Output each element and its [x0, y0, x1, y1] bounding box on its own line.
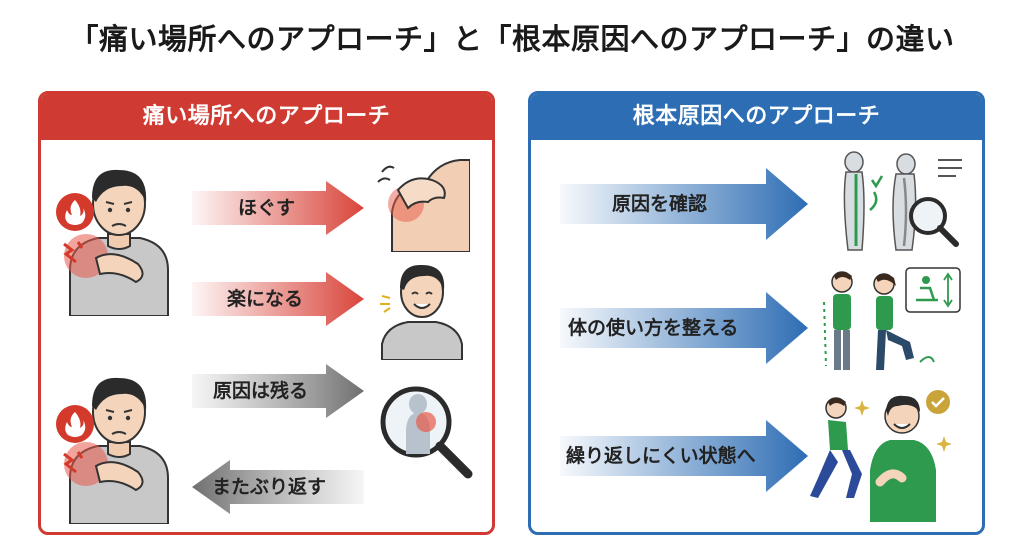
healthy-active-illustration: [810, 390, 952, 522]
step-label-massage: ほぐす: [238, 197, 296, 219]
step-label-cause-remains: 原因は残る: [213, 380, 309, 402]
root-cause-approach-heading: 根本原因へのアプローチ: [531, 94, 982, 140]
magnifier-spine-icon: [380, 386, 473, 479]
step-label-relief: 楽になる: [227, 288, 304, 310]
fire-pain-icon: [56, 405, 94, 443]
step-label-adjust-movement: 体の使い方を整える: [568, 317, 739, 339]
step-label-check-cause: 原因を確認: [612, 193, 708, 215]
relieved-person-illustration: [380, 264, 463, 360]
pain-spark-icon: [63, 241, 84, 264]
step-arrow-adjust-movement: [560, 292, 808, 364]
person-shoulder-pain-illustration: [64, 377, 169, 524]
step-arrow-check-cause: [560, 168, 808, 240]
exercise-guidance-illustration: [823, 267, 961, 370]
symptom-approach-heading: 痛い場所へのアプローチ: [41, 94, 492, 140]
step-arrow-recurs: [192, 460, 364, 514]
posture-assessment-illustration: [843, 151, 962, 251]
pain-spark-icon: [63, 451, 84, 474]
step-label-prevent-recurrence: 繰り返しにくい状態へ: [566, 445, 756, 467]
person-shoulder-pain-illustration: [64, 169, 169, 316]
step-arrow-prevent-recurrence: [560, 420, 808, 492]
page-title: 「痛い場所へのアプローチ」と「根本原因へのアプローチ」の違い: [69, 22, 955, 56]
step-arrow-massage: [192, 181, 364, 235]
fire-pain-icon: [56, 193, 94, 231]
step-arrow-relief: [192, 272, 364, 326]
step-arrow-cause-remains: [192, 364, 364, 418]
step-label-recurs: またぶり返す: [212, 476, 327, 498]
shoulder-massage-illustration: [377, 159, 470, 252]
